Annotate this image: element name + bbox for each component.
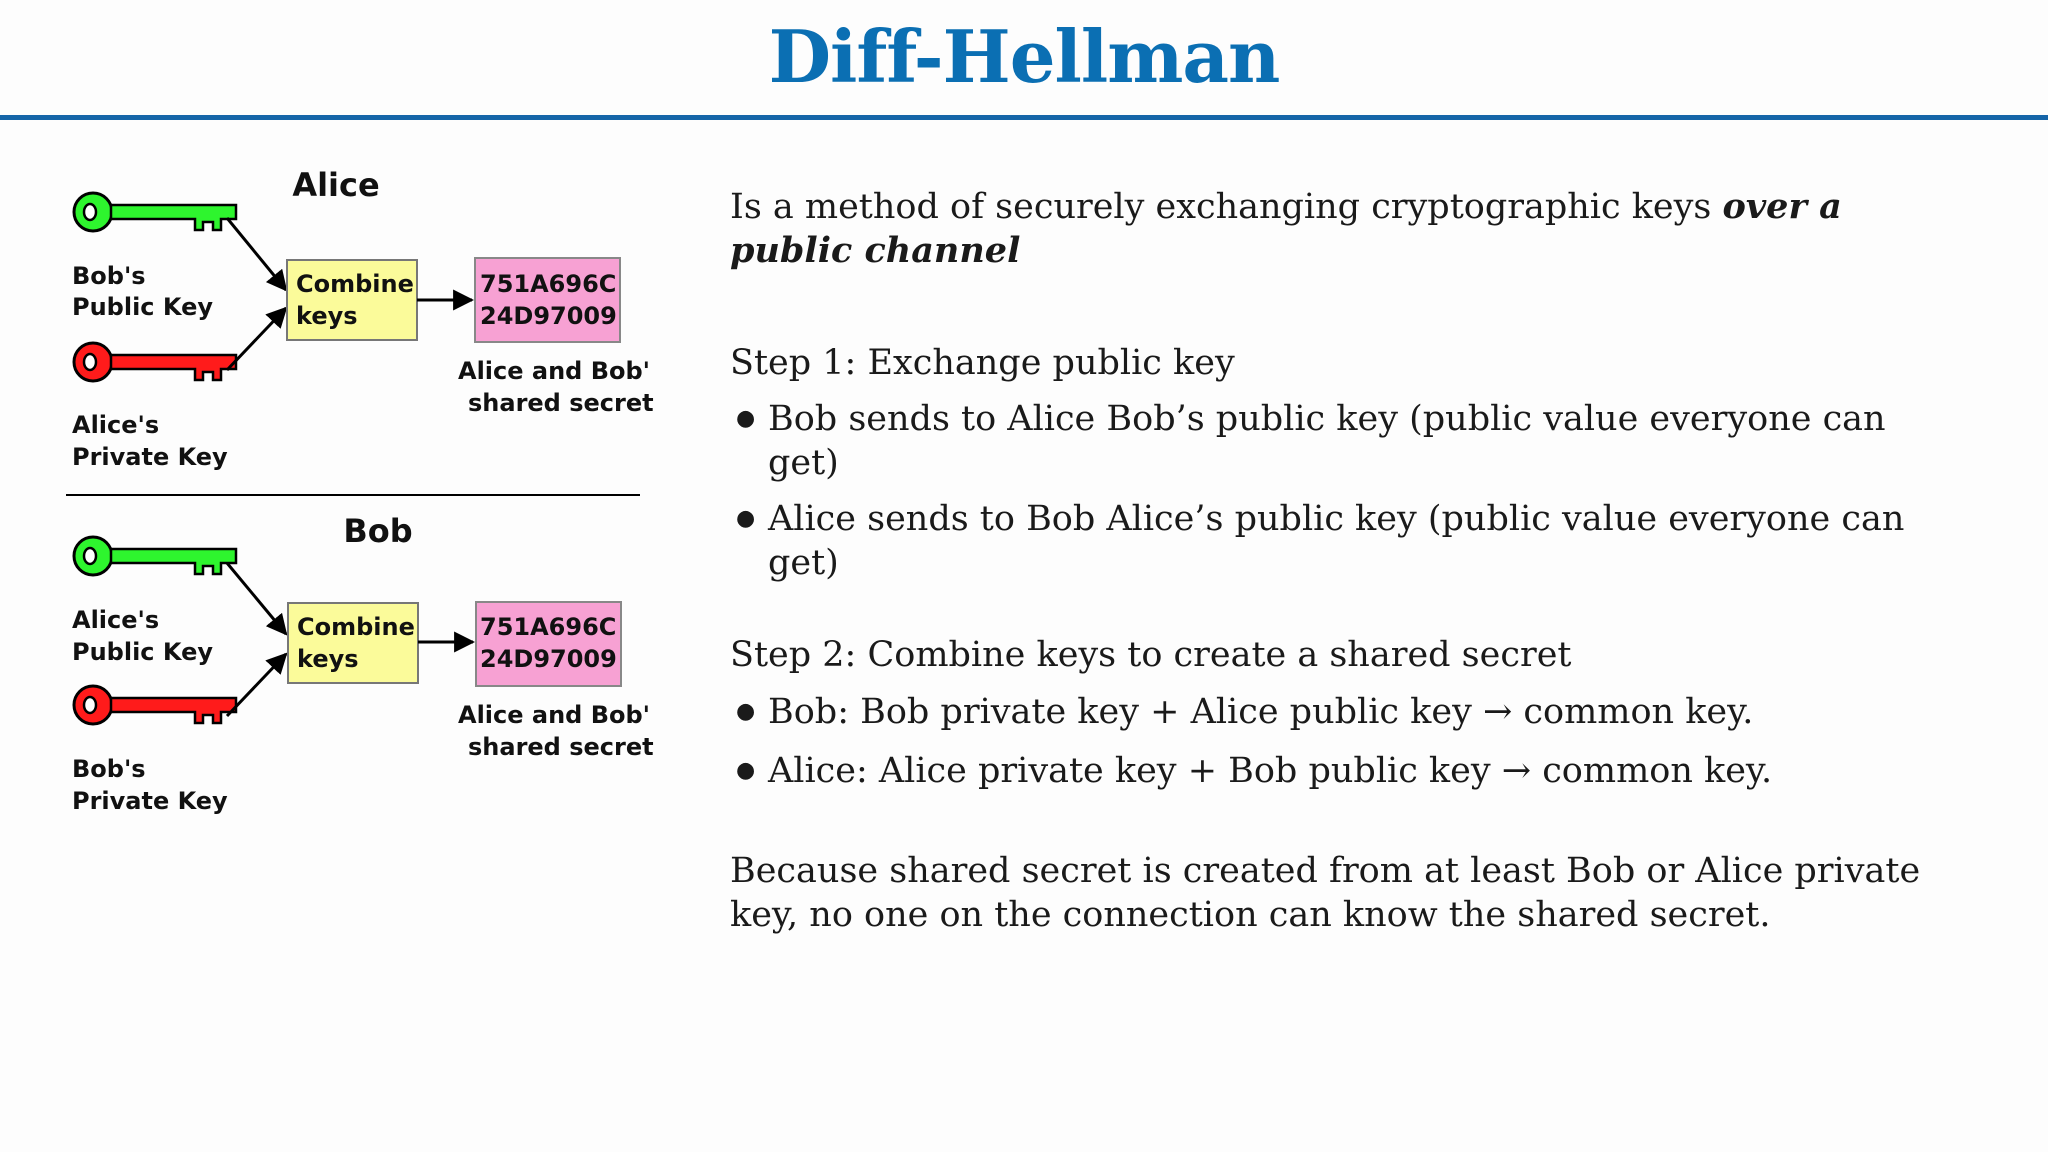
arrow-public-to-combine	[225, 562, 288, 636]
list-item: ● Alice: Alice private key + Bob public k…	[730, 749, 1930, 793]
alice-section: Alice Bob's Public Key Alice's Private K…	[72, 166, 658, 471]
bob-public-key-label: Alice's Public Key	[72, 606, 213, 666]
list-item: ● Bob sends to Alice Bob’s public key (pu…	[730, 397, 1930, 485]
combine-label: Combine keys	[296, 270, 422, 330]
shared-secret-value: 751A696C 24D97009	[480, 270, 625, 330]
arrow-private-to-combine	[225, 652, 288, 718]
diffie-hellman-diagram: Alice Bob's Public Key Alice's Private K…	[66, 166, 658, 815]
alice-heading: Alice	[292, 166, 379, 204]
intro-text: Is a method of securely exchanging crypt…	[730, 187, 1723, 227]
shared-secret-value: 751A696C 24D97009	[480, 613, 625, 673]
explanation-panel: Is a method of securely exchanging crypt…	[730, 185, 1930, 937]
public-key-icon	[72, 191, 238, 233]
title-divider	[0, 115, 2048, 120]
intro-emphasis: over a public channel	[730, 186, 1842, 271]
step1-heading: Step 1: Exchange public key	[730, 343, 1235, 383]
step1-bullet-2: Alice sends to Bob Alice’s public key (p…	[768, 499, 1905, 583]
intro-paragraph: Is a method of securely exchanging crypt…	[730, 185, 1930, 273]
public-key-icon	[72, 535, 238, 577]
shared-secret-box	[474, 257, 621, 343]
bob-private-key-label: Bob's Private Key	[72, 755, 228, 815]
private-key-icon	[72, 684, 238, 726]
shared-secret-label: Alice and Bob' shared secret	[458, 357, 658, 417]
combine-box	[286, 259, 418, 341]
step1-bullet-1: Bob sends to Alice Bob’s public key (pub…	[768, 399, 1886, 483]
arrow-public-to-combine	[225, 217, 288, 292]
shared-secret-box	[475, 601, 622, 687]
step2-bullet-2: Alice: Alice private key + Bob public ke…	[768, 751, 1773, 791]
bullet-icon: ●	[736, 699, 756, 724]
conclusion-paragraph: Because shared secret is created from at…	[730, 851, 1921, 935]
bullet-icon: ●	[736, 758, 756, 783]
combine-label: Combine keys	[297, 613, 423, 673]
alice-private-key-label: Alice's Private Key	[72, 411, 228, 471]
private-key-icon	[72, 341, 238, 383]
bob-heading: Bob	[343, 512, 412, 550]
bob-section: Bob Alice's Public Key Bob's Private Key…	[72, 512, 658, 815]
bullet-icon: ●	[736, 506, 756, 531]
step2-bullet-1: Bob: Bob private key + Alice public key …	[768, 692, 1754, 732]
list-item: ● Alice sends to Bob Alice’s public key (…	[730, 497, 1930, 585]
page-title: Diff-Hellman	[768, 14, 1281, 99]
alice-public-key-label: Bob's Public Key	[72, 262, 213, 321]
step2-heading: Step 2: Combine keys to create a shared …	[730, 635, 1572, 675]
shared-secret-label: Alice and Bob' shared secret	[458, 701, 658, 761]
bullet-icon: ●	[736, 406, 756, 431]
combine-box	[287, 602, 419, 684]
arrow-private-to-combine	[225, 306, 288, 372]
list-item: ● Bob: Bob private key + Alice public key…	[730, 690, 1930, 734]
